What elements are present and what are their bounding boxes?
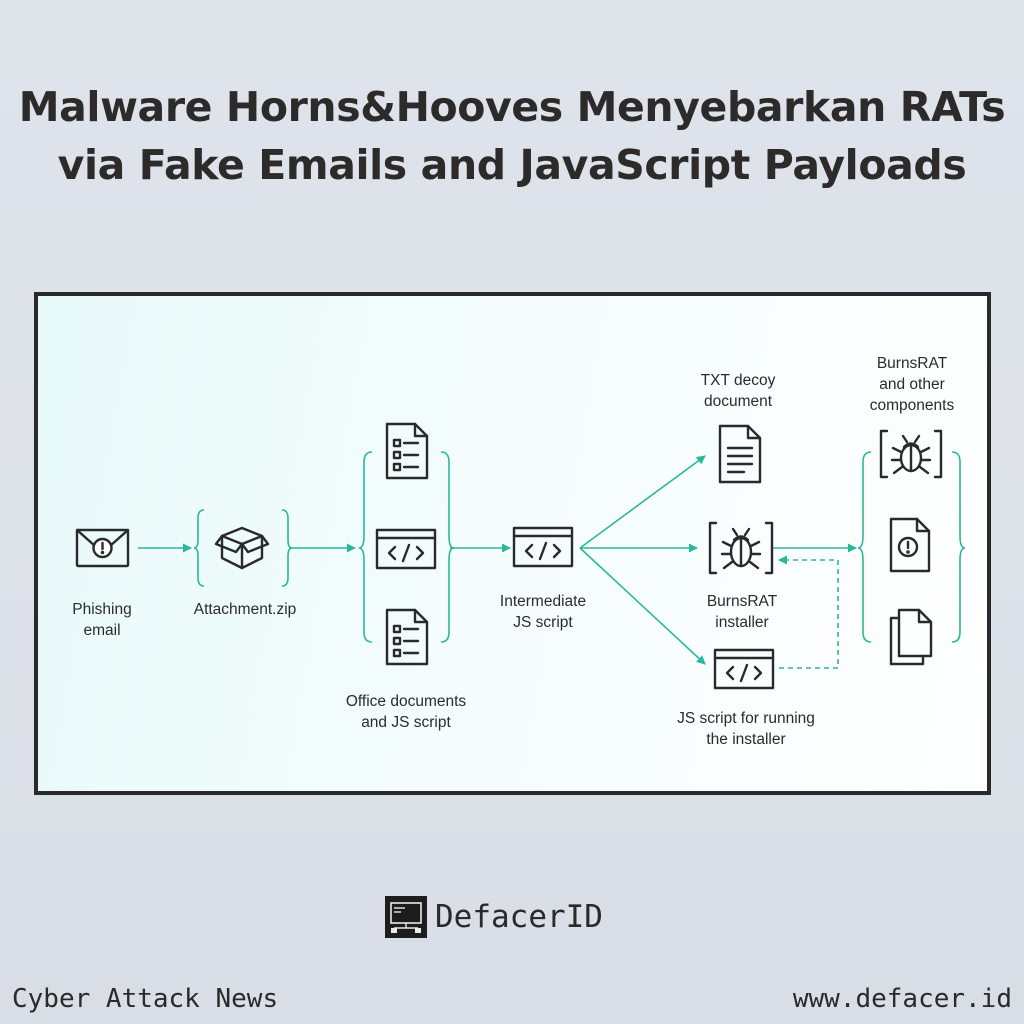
page-title: Malware Horns&Hooves Menyebarkan RATs vi… [0, 78, 1024, 194]
components-label: BurnsRAT and other components [869, 355, 955, 414]
code-window-icon [713, 648, 775, 690]
components-bracket-right [951, 451, 966, 643]
terminal-network-icon [385, 896, 427, 938]
attachment-bracket-right [281, 509, 293, 587]
envelope-warning-icon [75, 528, 130, 568]
bug-icon [708, 521, 774, 575]
document-icon [385, 608, 429, 666]
arrow-intermediate-to-txt [579, 455, 706, 549]
office-bracket-left [358, 451, 373, 643]
package-icon [214, 526, 270, 570]
flow-connectors [138, 455, 857, 669]
components-bracket-left [857, 451, 872, 643]
code-window-icon [375, 528, 437, 570]
group-brackets [193, 451, 966, 643]
attachment-bracket-left [193, 509, 205, 587]
page-title-line-2: via Fake Emails and JavaScript Payloads [57, 141, 967, 189]
intermediate-script-label: Intermediate JS script [499, 593, 587, 631]
installer-label: BurnsRAT installer [706, 593, 778, 631]
footer-tagline: Cyber Attack News [12, 984, 279, 1014]
brand-name: DefacerID [435, 899, 603, 935]
bug-icon [879, 429, 943, 479]
office-bracket-right [440, 451, 455, 643]
txt-decoy-label: TXT decoy document [700, 372, 776, 410]
text-document-icon [718, 424, 762, 484]
phishing-email-label: Phishing email [72, 601, 132, 639]
arrow-intermediate-to-runner [579, 547, 706, 665]
attachment-label: Attachment.zip [193, 601, 297, 618]
footer-website[interactable]: www.defacer.id [792, 984, 1012, 1014]
dashed-runner-to-installer [778, 555, 839, 669]
document-icon [385, 422, 429, 480]
page-title-line-1: Malware Horns&Hooves Menyebarkan RATs [18, 83, 1006, 131]
files-icon [889, 608, 933, 666]
office-documents-label: Office documents and JS script [345, 693, 467, 731]
code-window-icon [512, 526, 574, 568]
brand: DefacerID [385, 895, 603, 939]
runner-script-label: JS script for running the installer [677, 710, 815, 748]
warning-document-icon [889, 517, 931, 573]
attack-flow-diagram: Phishing email Attachment.zip Office doc… [34, 292, 991, 795]
diagram-canvas [75, 422, 966, 690]
